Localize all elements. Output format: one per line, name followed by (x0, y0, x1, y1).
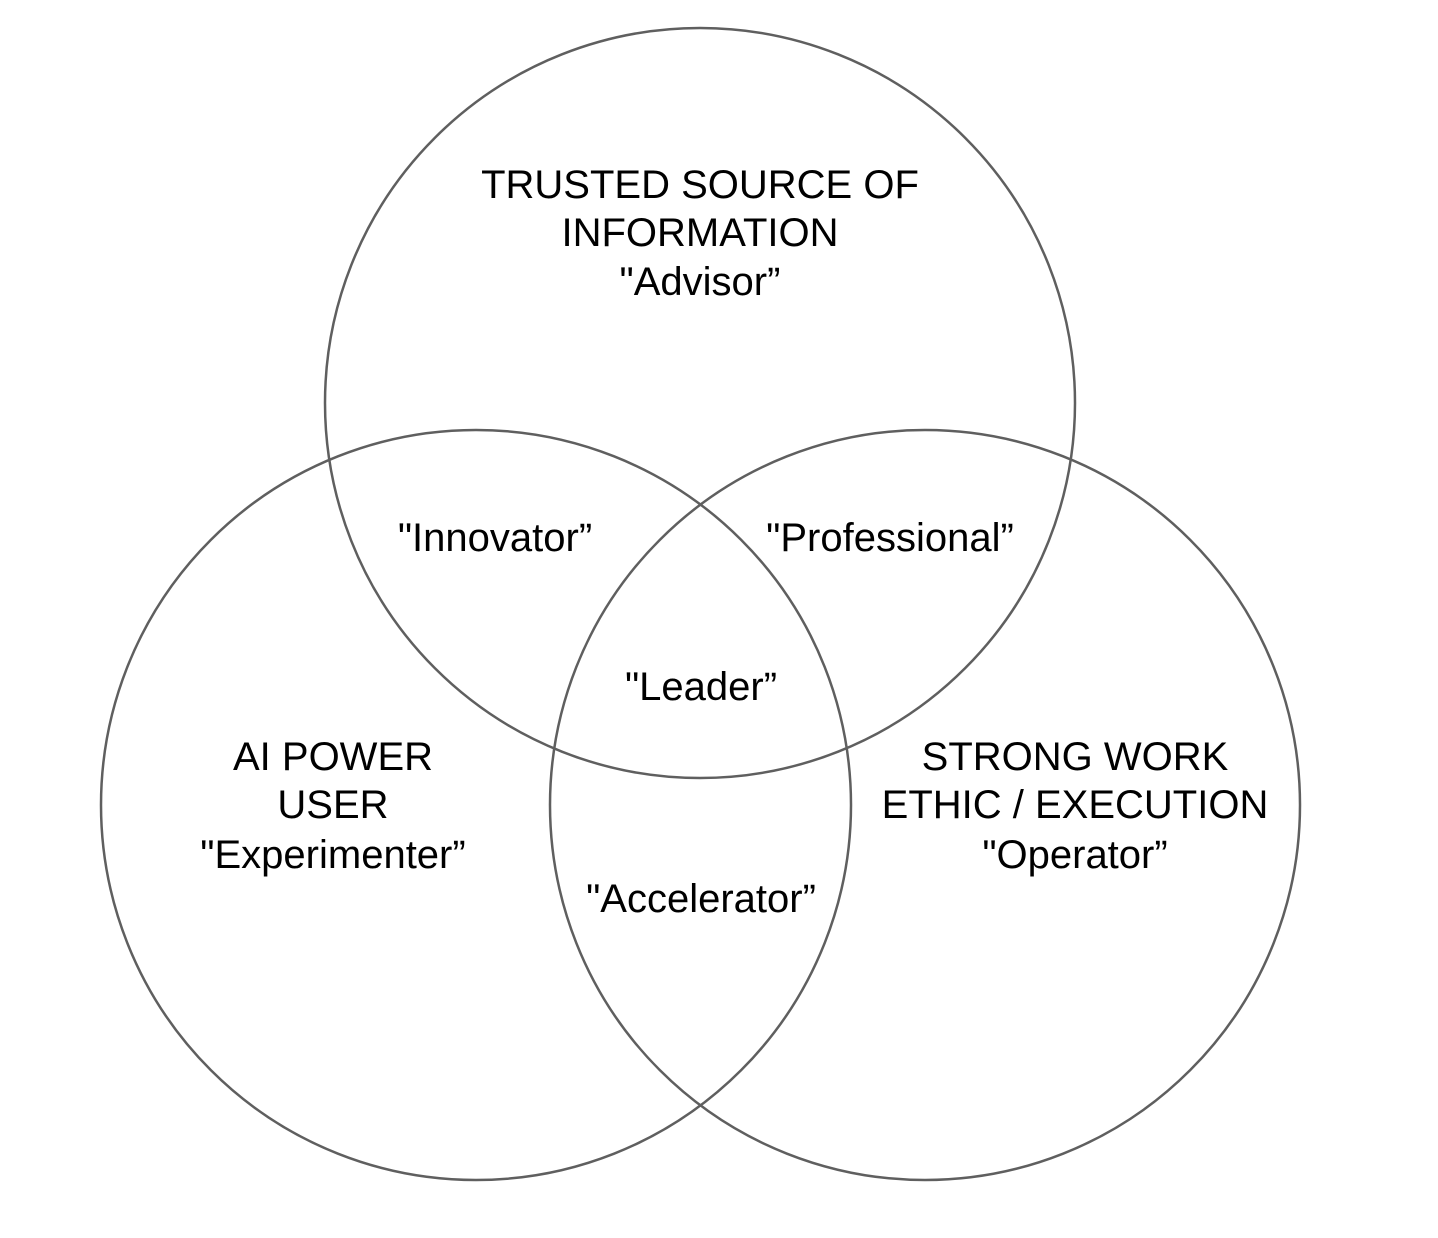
circle-trusted-source (323, 26, 1077, 780)
intersection-top-right: "Professional” (766, 516, 1014, 560)
circle-ai-power-user (99, 428, 853, 1182)
intersection-left-right: "Accelerator” (586, 877, 816, 921)
intersection-top-left: "Innovator” (398, 516, 592, 560)
right-circle-title-line2: ETHIC / EXECUTION (882, 783, 1269, 827)
circle-strong-work-ethic (548, 428, 1302, 1182)
right-circle-persona: "Operator” (982, 833, 1167, 877)
right-circle-title-line1: STRONG WORK (922, 735, 1229, 779)
left-circle-title-line1: AI POWER (233, 735, 433, 779)
top-circle-persona: "Advisor” (620, 260, 781, 304)
left-circle-persona: "Experimenter” (200, 833, 465, 877)
top-circle-title-line2: INFORMATION (561, 211, 838, 255)
left-circle-title-line2: USER (277, 783, 388, 827)
intersection-center: "Leader” (625, 665, 777, 709)
top-circle-title-line1: TRUSTED SOURCE OF (481, 163, 919, 207)
